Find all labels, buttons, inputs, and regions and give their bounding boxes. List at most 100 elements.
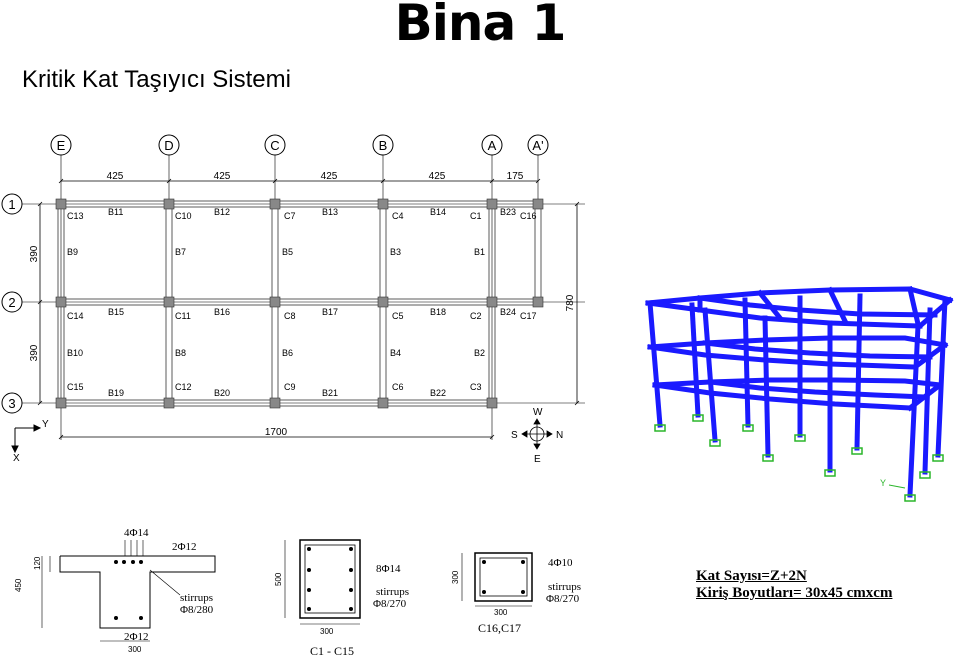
- axis-label-y: 3: [8, 396, 15, 411]
- axis-x-label: X: [13, 453, 20, 464]
- beam-label: B7: [175, 247, 186, 257]
- column-section-large: [284, 539, 361, 625]
- beam-label: B21: [322, 388, 338, 398]
- page-subtitle: Kritik Kat Taşıyıcı Sistemi: [22, 66, 291, 93]
- column-large-width: 300: [320, 627, 334, 636]
- beam-label: B24: [500, 307, 516, 317]
- beam-label: B3: [390, 247, 401, 257]
- beam-label: B1: [474, 247, 485, 257]
- column-label: C4: [392, 211, 404, 221]
- dim-left: 390: [29, 344, 40, 361]
- beam-label: B8: [175, 348, 186, 358]
- column-label: C7: [284, 211, 296, 221]
- beam-label: B5: [282, 247, 293, 257]
- axis-y-label: Y: [42, 419, 49, 430]
- xy-axis-icon: [11, 424, 42, 454]
- info-block: Kat Sayısı=Z+2N Kiriş Boyutları= 30x45 c…: [696, 568, 892, 602]
- beam-label: B6: [282, 348, 293, 358]
- beam-label: B15: [108, 307, 124, 317]
- dim-total: 1700: [265, 427, 288, 438]
- tbeam-bars: [114, 560, 143, 620]
- column-small-width: 300: [494, 608, 508, 617]
- beam-label: B23: [500, 207, 516, 217]
- beam-label: B16: [214, 307, 230, 317]
- compass-icon: [521, 418, 553, 450]
- tbeam-slab-bars: 2Φ12: [172, 541, 197, 553]
- dim-left: 390: [29, 245, 40, 262]
- compass-s: S: [511, 430, 518, 441]
- beam-label: B4: [390, 348, 401, 358]
- axis-label-y: 2: [8, 295, 15, 310]
- axis-bubbles-x: E D C B A A': [50, 134, 549, 156]
- tbeam-section: [41, 540, 216, 642]
- axis-label-x: C: [270, 138, 279, 153]
- column-label: C16: [520, 211, 537, 221]
- beam-label: B19: [108, 388, 124, 398]
- dim-top: 425: [321, 171, 338, 182]
- beam-label: B18: [430, 307, 446, 317]
- column-small-caption: C16,C17: [478, 621, 521, 635]
- beam-label: B2: [474, 348, 485, 358]
- dim-top: 425: [429, 171, 446, 182]
- column-label: C11: [175, 311, 191, 321]
- dim-right: 780: [565, 294, 576, 311]
- column-label: C6: [392, 382, 404, 392]
- beam-label: B11: [108, 207, 123, 217]
- column-small-stirrups-label: stirrups: [548, 581, 581, 593]
- column-label: C17: [520, 311, 537, 321]
- info-floor-count: Kat Sayısı=Z+2N: [696, 568, 807, 584]
- compass-e: E: [534, 454, 541, 465]
- columns: [55, 198, 544, 409]
- column-small-height: 300: [451, 570, 460, 584]
- column-label: C1: [470, 211, 482, 221]
- dim-top: 425: [107, 171, 124, 182]
- tbeam-width: 300: [128, 645, 142, 654]
- tbeam-top-bars: 4Φ14: [124, 527, 149, 539]
- column-label: C13: [67, 211, 84, 221]
- column-large-bars: [307, 547, 353, 611]
- tbeam-bottom-bars: 2Φ12: [124, 631, 149, 643]
- axis-3d-label: Y: [880, 478, 886, 488]
- column-large-caption: C1 - C15: [310, 644, 354, 658]
- beam-label: B10: [67, 348, 83, 358]
- beam-label: B17: [322, 307, 338, 317]
- tbeam-flange: 120: [33, 556, 42, 570]
- column-section-small: [461, 552, 533, 607]
- column-label: C5: [392, 311, 404, 321]
- tbeam-stirrups-label: stirrups: [180, 592, 213, 604]
- axis-label-x: A: [488, 138, 497, 153]
- column-large-stirrups-value: Φ8/270: [373, 598, 407, 610]
- structure-3d-model: [645, 286, 954, 498]
- beam-label: B14: [430, 207, 446, 217]
- column-label: C2: [470, 311, 482, 321]
- supports-3d: [654, 414, 944, 502]
- column-label: C12: [175, 382, 192, 392]
- info-beam-size: Kiriş Boyutları= 30x45 cmxcm: [696, 585, 893, 601]
- dim-top: 175: [507, 171, 524, 182]
- axis-label-x: E: [57, 138, 66, 153]
- column-small-stirrups-value: Φ8/270: [546, 593, 580, 605]
- axis-label-x: B: [379, 138, 388, 153]
- axis-bubbles-y: 1 2 3: [1, 193, 23, 414]
- beam-label: B12: [214, 207, 230, 217]
- column-large-height: 500: [274, 572, 283, 586]
- axis-3d-icon: [888, 484, 906, 489]
- column-label: C15: [67, 382, 84, 392]
- floor-plan: E D C B A A' 1 2 3: [1, 134, 585, 465]
- column-label: C8: [284, 311, 296, 321]
- beam-label: B22: [430, 388, 446, 398]
- tbeam-stirrups-value: Φ8/280: [180, 604, 214, 616]
- column-small-bars: [482, 560, 525, 594]
- column-label: C9: [284, 382, 296, 392]
- tbeam-height: 450: [14, 578, 23, 592]
- column-small-bars-label: 4Φ10: [548, 557, 573, 569]
- beam-label: B9: [67, 247, 78, 257]
- compass-n: N: [556, 430, 563, 441]
- beam-grid: [57, 200, 542, 407]
- axis-label-y: 1: [8, 197, 15, 212]
- column-label: C14: [67, 311, 84, 321]
- axis-label-x: A': [532, 138, 543, 153]
- compass-w: W: [533, 407, 543, 418]
- axis-label-x: D: [164, 138, 173, 153]
